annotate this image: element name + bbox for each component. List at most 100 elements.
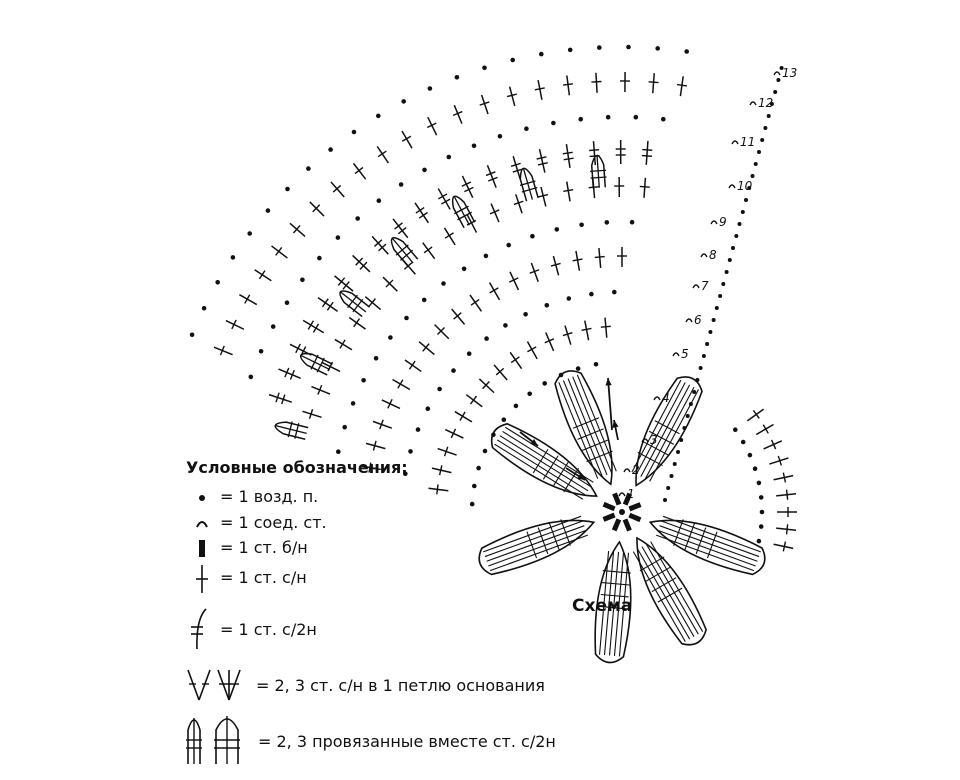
treble-crochet <box>485 164 498 188</box>
double-crochet <box>418 341 435 356</box>
center-ring <box>619 509 625 515</box>
row-number-label: 3 <box>650 433 658 447</box>
double-crochet <box>381 398 401 410</box>
double-crochet <box>776 524 797 535</box>
double-crochet <box>289 222 306 238</box>
row-number-label: 9 <box>719 215 727 229</box>
chain-stitch <box>497 134 503 139</box>
single-crochet <box>612 492 622 506</box>
slip-stitch-arc-icon <box>196 521 208 528</box>
double-crochet <box>639 177 650 198</box>
chain-stitch <box>466 351 472 357</box>
chain-stitch <box>605 114 611 120</box>
row-number-label: 5 <box>681 347 689 361</box>
double-crochet-cross-icon <box>196 565 208 593</box>
chain-stitch <box>398 182 404 187</box>
chain-stitch <box>734 234 739 238</box>
chain-stitch <box>539 51 544 57</box>
slip-stitch-arc-icon <box>618 492 626 497</box>
chain-stitch <box>752 466 758 472</box>
single-crochet <box>628 512 642 523</box>
chain-stitch <box>350 401 356 406</box>
slip-stitch-arc-icon <box>685 318 693 323</box>
treble-crochet <box>461 175 474 198</box>
chain-stitch <box>685 414 690 418</box>
chain-stitch <box>757 150 761 154</box>
chain-stitch <box>201 305 207 311</box>
chain-stitch <box>727 258 732 262</box>
double-crochet <box>508 271 520 291</box>
chain-stitch <box>760 138 765 142</box>
treble-crochet <box>268 392 293 405</box>
double-crochet <box>493 364 508 381</box>
chain-stitch <box>415 427 421 432</box>
chain-stitch <box>566 296 572 301</box>
single-crochet <box>622 492 633 506</box>
double-crochet <box>544 332 555 352</box>
chain-stitch <box>513 403 519 409</box>
chain-stitch <box>756 538 762 544</box>
treble-crochet <box>589 141 600 166</box>
chain-stitch <box>355 216 361 221</box>
chain-stitch <box>189 332 195 338</box>
chain-stitch <box>422 167 427 173</box>
double-crochet <box>330 181 345 198</box>
chain-stitch <box>300 277 305 283</box>
legend-title: Условные обозначения: <box>186 458 408 477</box>
chain-stitch <box>567 47 573 53</box>
chain-stitch <box>666 486 671 490</box>
slip-stitch-arc-icon <box>749 101 757 106</box>
double-crochet <box>360 462 381 473</box>
chain-stitch <box>483 253 489 259</box>
double-crochet <box>428 484 449 495</box>
chain-stitch-dot-icon <box>199 495 205 501</box>
treble-crochet <box>392 218 409 239</box>
double-crochet <box>437 446 457 457</box>
chain-stitch <box>284 300 290 306</box>
treble-cluster <box>590 154 607 189</box>
double-crochet <box>352 162 367 180</box>
slip-stitch-arc-icon <box>692 284 700 289</box>
row-number-label: 10 <box>737 179 753 193</box>
double-crochet <box>509 351 523 370</box>
double-crochet <box>451 308 466 325</box>
chain-stitch <box>684 49 689 54</box>
chain-stitch <box>711 318 716 322</box>
chain-stitch <box>248 374 254 380</box>
treble-crochet <box>615 139 626 165</box>
chain-stitch <box>747 452 753 458</box>
chain-stitch <box>454 75 460 80</box>
double-crochet <box>239 294 258 306</box>
chain-stitch <box>542 381 547 386</box>
double-crochet <box>513 194 524 214</box>
treble-crochet <box>437 188 451 210</box>
double-crochet <box>254 269 272 282</box>
row-number-label: 4 <box>662 391 670 405</box>
chain-stitch <box>427 86 433 91</box>
chain-stitch <box>503 323 508 328</box>
double-crochet <box>534 79 545 100</box>
treble-cluster <box>299 352 333 376</box>
treble-cluster <box>339 290 371 318</box>
chain-stitch <box>758 495 764 500</box>
center-petals <box>478 370 766 664</box>
double-crochet <box>617 247 627 267</box>
slip-stitch-arc-icon <box>623 468 631 473</box>
chain-stitch <box>421 297 427 303</box>
double-crochet <box>588 178 599 199</box>
petal <box>478 515 596 576</box>
single-crochet-bar-icon <box>199 540 205 557</box>
chain-stitch <box>776 78 781 82</box>
double-crochet <box>392 378 411 391</box>
chain-stitch <box>612 289 617 295</box>
chain-stitch <box>721 282 726 286</box>
chain-stitch <box>579 222 584 228</box>
double-crochet <box>489 203 500 223</box>
chain-stitch <box>655 46 660 51</box>
chain-stitch <box>437 386 442 392</box>
double-crochet <box>529 262 540 283</box>
scheme-title: Схема <box>572 596 633 616</box>
double-crochet <box>372 419 393 430</box>
double-crochet <box>479 94 490 115</box>
